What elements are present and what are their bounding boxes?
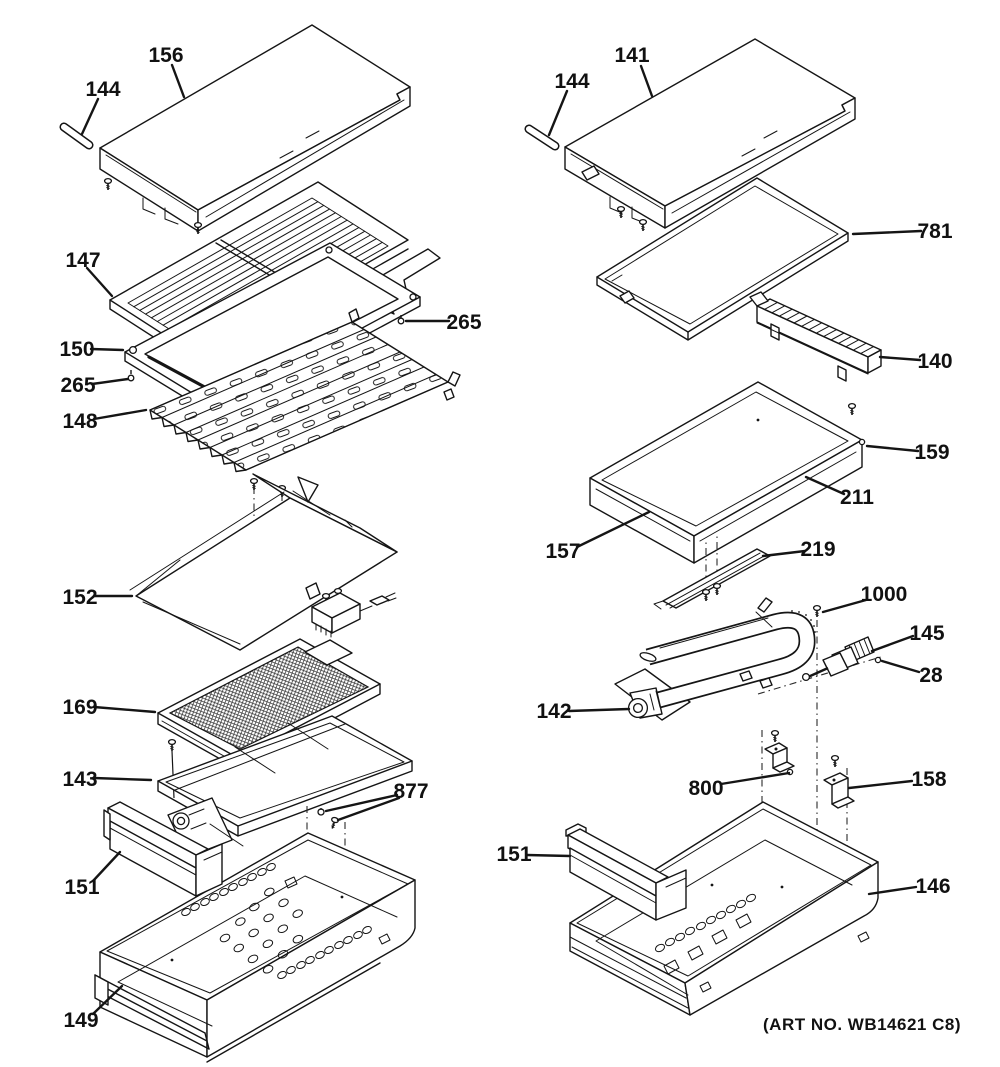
burner-port-dots — [791, 610, 816, 633]
callout-1000: 1000 — [861, 583, 908, 606]
callout-169: 169 — [62, 696, 97, 719]
part-lower-pan-146 — [569, 801, 879, 1016]
callout-151-left: 151 — [64, 876, 99, 899]
part-grill-grate-147 — [109, 181, 441, 368]
part-igniter-145 — [801, 636, 882, 682]
callout-152: 152 — [62, 586, 97, 609]
part-lower-pan-left — [94, 832, 416, 1063]
callout-141: 141 — [614, 44, 649, 67]
pan-vent-holes — [170, 862, 391, 980]
callout-781: 781 — [917, 220, 952, 243]
callout-158: 158 — [911, 768, 946, 791]
part-screw-1000 — [812, 604, 822, 618]
callout-148: 148 — [62, 410, 97, 433]
callout-143: 143 — [62, 768, 97, 791]
callout-265-left: 265 — [60, 374, 95, 397]
callout-142: 142 — [536, 700, 571, 723]
part-griddle-cover-141 — [564, 38, 856, 232]
callout-149: 149 — [63, 1009, 98, 1032]
part-bracket-800 — [764, 729, 795, 776]
part-vent-grille-140 — [749, 291, 882, 382]
callout-211: 211 — [840, 486, 874, 509]
callout-147: 147 — [65, 249, 100, 272]
part-shield-152 — [129, 473, 398, 651]
part-radiant-sheet-148 — [149, 308, 461, 473]
part-rod-144-left — [59, 122, 94, 150]
part-burner-142 — [614, 597, 816, 721]
callout-159: 159 — [914, 441, 949, 464]
callout-265-right: 265 — [446, 311, 481, 334]
callout-150: 150 — [59, 338, 94, 361]
part-burner-tray-143 — [157, 715, 413, 858]
callout-140: 140 — [917, 350, 952, 373]
part-griddle-plate-781 — [596, 177, 849, 341]
callout-145: 145 — [909, 622, 944, 645]
part-griddle-pan-157 — [589, 381, 866, 564]
callout-leader-lines — [80, 63, 923, 1016]
part-rod-144-right — [524, 124, 560, 151]
callout-156: 156 — [148, 44, 183, 67]
part-spark-module — [311, 587, 397, 638]
part-drawer-front-151-left — [103, 801, 223, 897]
callout-labels: 156 144 147 265 150 265 148 152 169 143 … — [59, 44, 952, 1032]
part-bracket-158 — [823, 754, 855, 809]
part-trim-rail-149 — [94, 962, 381, 1063]
callout-151-right: 151 — [496, 843, 531, 866]
callout-146: 146 — [915, 875, 950, 898]
art-number: (ART NO. WB14621 C8) — [763, 1015, 961, 1034]
callout-219: 219 — [800, 538, 835, 561]
callout-157: 157 — [545, 540, 580, 563]
part-drawer-front-151-right — [565, 823, 687, 921]
callout-144-left: 144 — [85, 78, 120, 101]
callout-144-right: 144 — [554, 70, 589, 93]
part-burner-box-frame-150 — [124, 242, 421, 417]
callout-800: 800 — [688, 777, 723, 800]
callout-28: 28 — [919, 664, 943, 687]
pan-vent-holes-right — [654, 883, 870, 993]
callout-877: 877 — [393, 780, 428, 803]
part-grill-cover-156 — [99, 24, 411, 235]
assembly-centerlines — [757, 620, 885, 858]
